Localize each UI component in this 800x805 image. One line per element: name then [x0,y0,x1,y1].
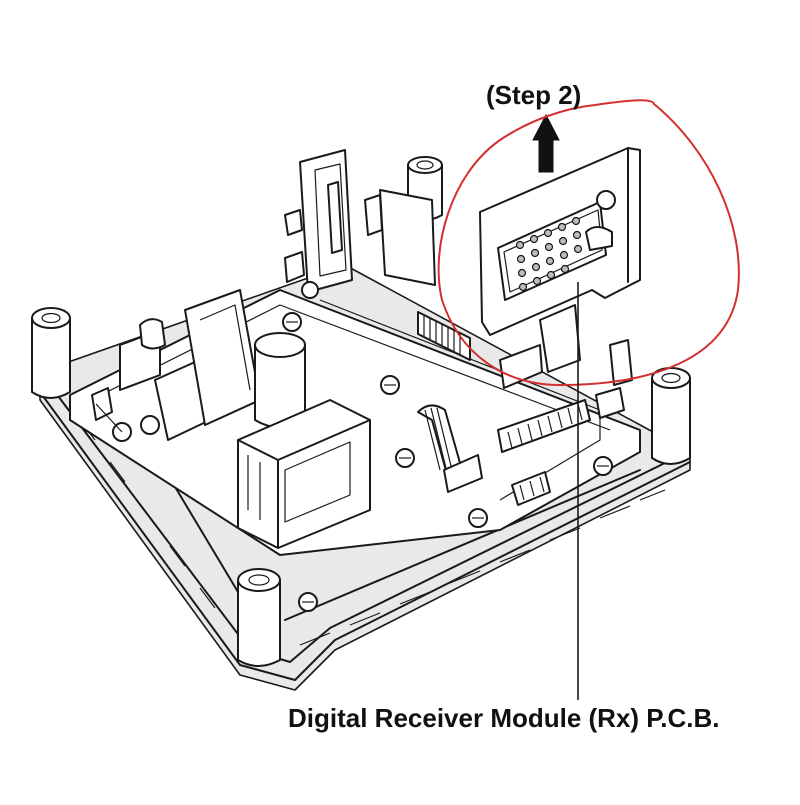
screws [282,281,613,612]
corner-post-left [31,307,71,399]
arrow-up-icon [532,113,560,173]
corner-post-front [237,568,281,667]
receiver-module-pcb [479,147,641,389]
module-callout-label: Digital Receiver Module (Rx) P.C.B. [288,703,720,733]
step-label: (Step 2) [486,80,582,110]
left-components [91,289,306,442]
connector-strip [497,399,591,506]
transformer [237,399,371,549]
right-clips [595,339,633,419]
bracket-assembly [284,149,436,293]
highlight-circle [437,99,740,387]
card-edge-connector [417,311,471,361]
corner-post-right [651,367,691,465]
ribbon-cable [417,404,483,493]
